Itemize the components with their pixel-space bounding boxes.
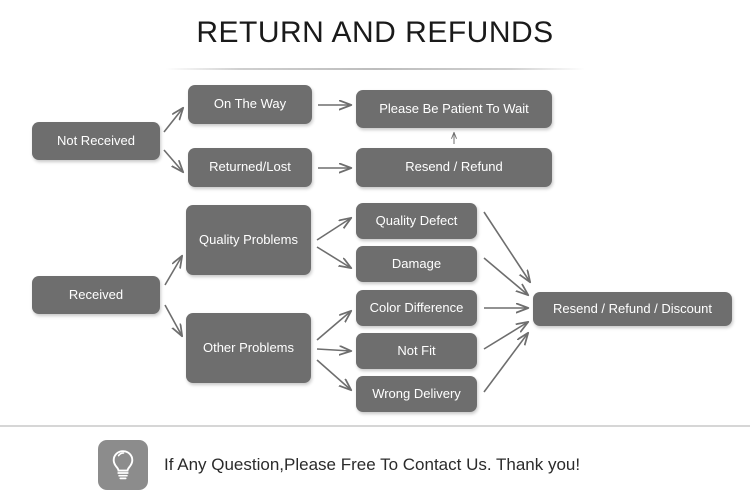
node-received[interactable]: Received (32, 276, 160, 314)
edge-received-to-other-problems (164, 304, 182, 336)
node-wrong-delivery[interactable]: Wrong Delivery (356, 376, 477, 412)
footer: If Any Question,Please Free To Contact U… (98, 440, 580, 490)
node-resend-refund[interactable]: Resend / Refund (356, 148, 552, 187)
edge-quality-problems-to-quality-defect (316, 218, 351, 241)
node-color-difference[interactable]: Color Difference (356, 290, 477, 326)
node-not-fit[interactable]: Not Fit (356, 333, 477, 369)
node-other-problems[interactable]: Other Problems (186, 313, 311, 383)
edge-quality-problems-to-damage (316, 246, 351, 268)
node-not-received[interactable]: Not Received (32, 122, 160, 160)
edge-quality-defect-to-resolution (483, 211, 530, 282)
node-please-be-patient-to-wait[interactable]: Please Be Patient To Wait (356, 90, 552, 128)
edge-not-received-to-on-the-way (163, 108, 183, 133)
page-title: RETURN AND REFUNDS (196, 16, 554, 49)
edge-wrong-delivery-to-resolution (483, 333, 528, 393)
edge-not-received-to-returned-lost (163, 149, 183, 172)
edge-other-problems-to-color-difference (316, 311, 351, 341)
edge-not-fit-to-resolution (483, 322, 528, 350)
footer-divider (0, 425, 750, 427)
footer-contact-text: If Any Question,Please Free To Contact U… (164, 455, 581, 474)
lightbulb-icon (98, 440, 148, 490)
edge-other-problems-to-not-fit (316, 349, 351, 351)
node-quality-defect[interactable]: Quality Defect (356, 203, 477, 239)
node-damage[interactable]: Damage (356, 246, 477, 282)
node-returned-lost[interactable]: Returned/Lost (188, 148, 312, 187)
edge-damage-to-resolution (483, 257, 528, 295)
title-divider (165, 68, 585, 70)
node-quality-problems[interactable]: Quality Problems (186, 205, 311, 275)
edge-other-problems-to-wrong-delivery (316, 359, 351, 390)
node-resend-refund-discount[interactable]: Resend / Refund / Discount (533, 292, 732, 326)
edge-received-to-quality-problems (164, 256, 182, 286)
node-on-the-way[interactable]: On The Way (188, 85, 312, 124)
